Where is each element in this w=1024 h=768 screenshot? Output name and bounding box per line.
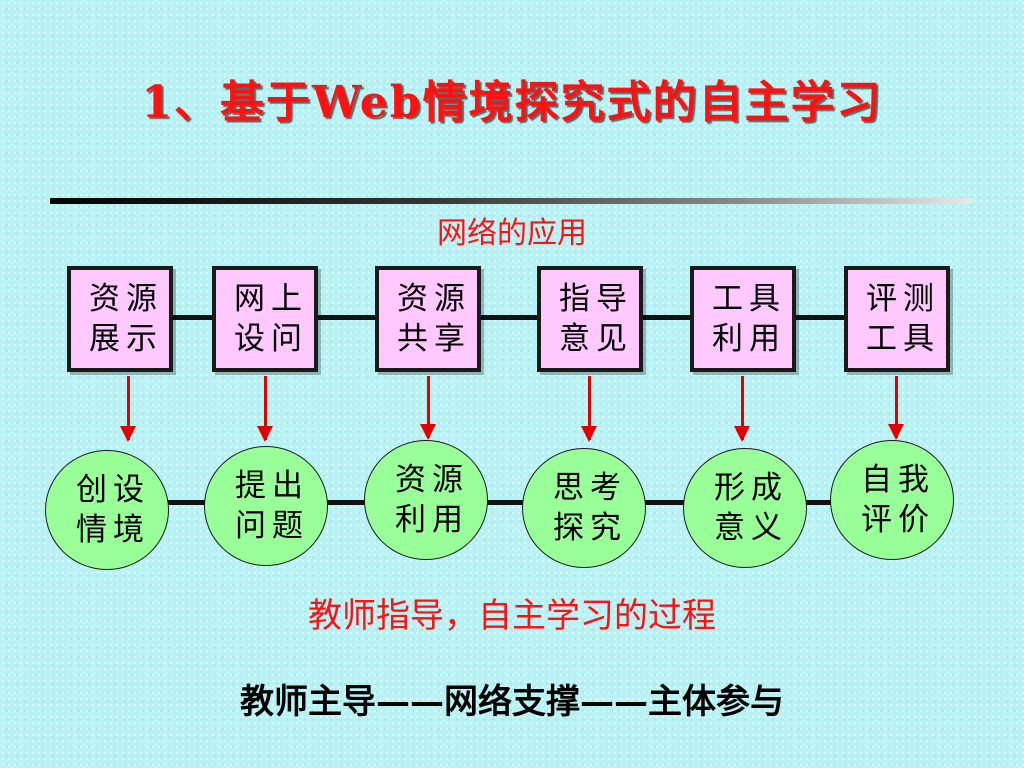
activity-circle-1: 提出问题 [204, 446, 328, 566]
resource-box-label: 网上设问 [234, 281, 308, 357]
down-arrow [734, 376, 750, 442]
activity-circle-3: 思考探究 [522, 448, 646, 568]
resource-box-1: 网上设问 [212, 266, 318, 372]
process-label: 教师指导，自主学习的过程 [308, 596, 716, 636]
down-arrow [888, 376, 904, 440]
resource-box-label: 资源展示 [89, 281, 163, 357]
title-divider [50, 198, 972, 204]
activity-circle-4: 形成意义 [683, 448, 807, 568]
resource-box-3: 指导意见 [537, 266, 643, 372]
network-label: 网络的应用 [437, 216, 587, 251]
slide-title: 1、基于Web情境探究式的自主学习 [141, 77, 883, 128]
resource-box-2: 资源共享 [375, 266, 481, 372]
box-connector-line [120, 315, 910, 320]
activity-circle-label: 提出问题 [235, 468, 309, 544]
activity-circle-0: 创设情境 [45, 450, 169, 570]
activity-circle-label: 思考探究 [553, 470, 627, 546]
activity-circle-2: 资源利用 [364, 440, 488, 560]
resource-box-5: 评测工具 [844, 266, 950, 372]
activity-circle-label: 形成意义 [714, 470, 788, 546]
activity-circle-label: 自我评价 [861, 462, 935, 538]
resource-box-label: 指导意见 [559, 281, 633, 357]
down-arrow [257, 376, 273, 442]
resource-box-label: 资源共享 [397, 281, 471, 357]
activity-circle-label: 资源利用 [395, 462, 469, 538]
resource-box-0: 资源展示 [67, 266, 173, 372]
resource-box-label: 评测工具 [866, 281, 940, 357]
resource-box-label: 工具利用 [712, 281, 786, 357]
activity-circle-5: 自我评价 [830, 440, 954, 560]
activity-circle-label: 创设情境 [76, 472, 150, 548]
circle-connector-line [120, 500, 910, 505]
down-arrow [120, 376, 136, 442]
footer-summary: 教师主导——网络支撑——主体参与 [240, 682, 784, 722]
down-arrow [581, 376, 597, 442]
down-arrow [420, 376, 436, 440]
resource-box-4: 工具利用 [690, 266, 796, 372]
